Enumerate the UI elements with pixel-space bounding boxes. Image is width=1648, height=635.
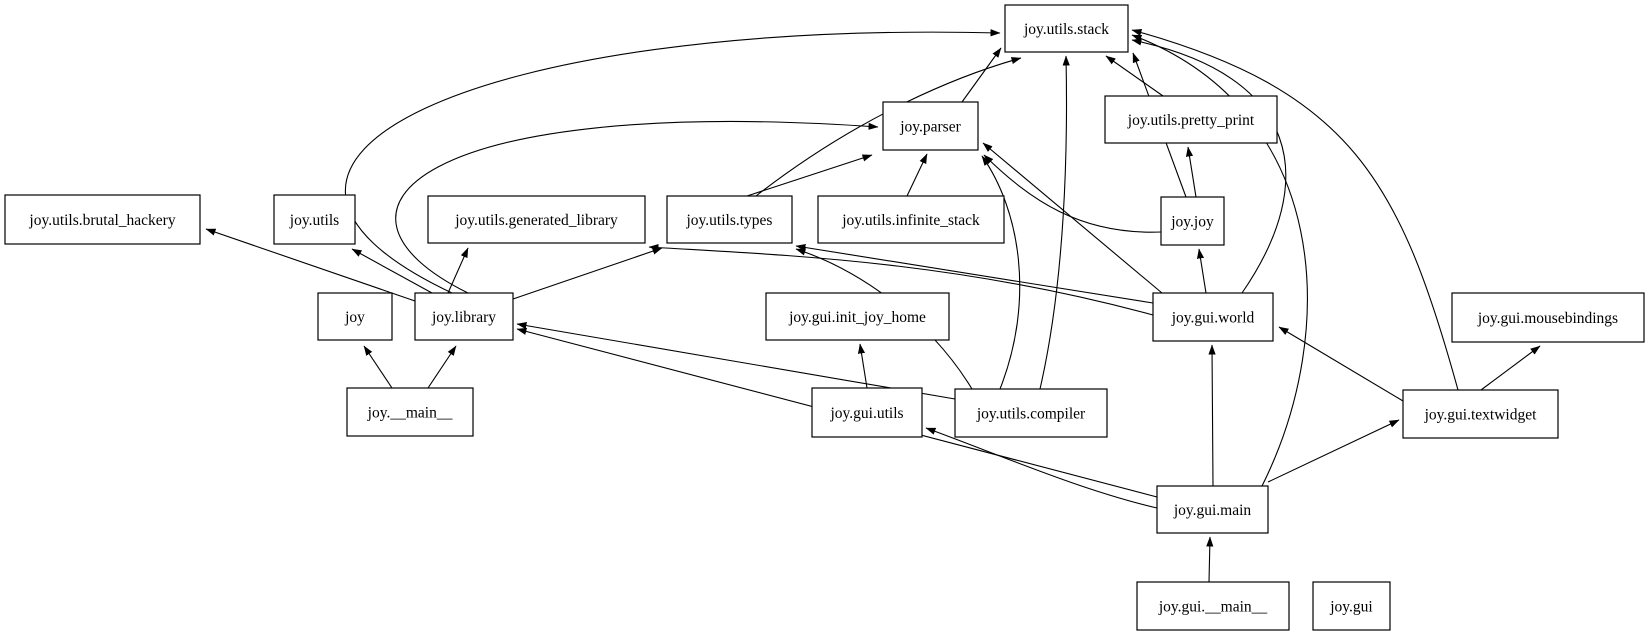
node-box-joy-gui-utils xyxy=(811,387,923,438)
node-joy-gui-world: joy.gui.world xyxy=(1152,292,1274,342)
node-box-joy-gui-mousebindings xyxy=(1451,292,1645,343)
node-joy-utils-pretty-print: joy.utils.pretty_print xyxy=(1104,95,1278,144)
node-joy-utils-generated-library: joy.utils.generated_library xyxy=(427,195,646,244)
node-label-joy-utils-brutal-hackery: joy.utils.brutal_hackery xyxy=(28,212,175,229)
node-label-joy-utils-pretty-print: joy.utils.pretty_print xyxy=(1127,112,1255,129)
node-box-joy xyxy=(317,292,393,341)
edge-joy.parser-to-joy.utils.stack xyxy=(961,47,1002,103)
nodes-layer: joy.utils.stack joy.parser joy.utils.prett… xyxy=(4,4,1645,631)
node-label-joy: joy xyxy=(344,309,365,326)
edge-joy.utils.pretty_print-to-joy.utils.stack xyxy=(1105,55,1164,97)
edge-joy.library-to-joy.parser xyxy=(395,121,879,294)
node-joy-utils: joy.utils xyxy=(273,194,356,245)
edge-joy.joy-to-joy.utils.pretty_print xyxy=(1185,146,1197,198)
node-label-joy-main: joy.__main__ xyxy=(367,405,453,422)
node-box-joy-utils-pretty-print xyxy=(1104,95,1278,144)
node-label-joy-gui-utils: joy.gui.utils xyxy=(829,405,903,422)
node-joy-utils-infinite-stack: joy.utils.infinite_stack xyxy=(817,195,1005,244)
node-box-joy-parser xyxy=(882,101,979,151)
node-joy-gui-mousebindings: joy.gui.mousebindings xyxy=(1451,292,1645,343)
edge-joy.gui.world-to-joy.utils.stack xyxy=(1131,38,1287,294)
node-box-joy-main xyxy=(346,387,474,437)
edge-joy.gui.main-to-joy.gui.utils xyxy=(925,427,1158,509)
edge-joy.gui.main-to-joy.utils.stack xyxy=(1131,34,1308,487)
edge-joy.gui.world-to-joy.utils.generated_library xyxy=(648,243,1154,316)
node-joy-utils-compiler: joy.utils.compiler xyxy=(954,388,1108,438)
edge-joy.library-to-joy.utils.generated_library xyxy=(447,247,469,294)
edge-joy.__main__-to-joy.library xyxy=(427,345,457,389)
node-box-joy-utils-generated-library xyxy=(427,195,646,244)
edge-joy.gui.world-to-joy.utils.types xyxy=(795,243,1154,304)
node-joy-utils-types: joy.utils.types xyxy=(666,195,793,244)
node-box-joy-utils xyxy=(273,194,356,245)
node-joy-gui: joy.gui xyxy=(1312,581,1391,631)
node-box-joy-utils-stack xyxy=(1004,4,1129,53)
edge-joy.utils.compiler-to-joy.library xyxy=(516,322,956,400)
node-label-joy-utils-stack: joy.utils.stack xyxy=(1023,21,1109,38)
node-label-joy-gui: joy.gui xyxy=(1329,599,1373,616)
node-box-joy-gui-init-joy-home xyxy=(765,292,950,341)
node-label-joy-parser: joy.parser xyxy=(899,119,961,136)
node-joy-gui-textwidget: joy.gui.textwidget xyxy=(1402,389,1559,439)
edge-joy.gui.textwidget-to-joy.gui.mousebindings xyxy=(1480,345,1541,391)
node-label-joy-gui-main: joy.gui.main xyxy=(1173,502,1252,519)
node-label-joy-utils-types: joy.utils.types xyxy=(686,212,773,229)
edge-joy.gui.world-to-joy.parser xyxy=(982,142,1163,294)
node-box-joy-gui-main xyxy=(1156,485,1269,534)
edge-joy.gui.__main__-to-joy.gui.main xyxy=(1206,536,1214,583)
node-label-joy-gui-mousebindings: joy.gui.mousebindings xyxy=(1477,310,1618,327)
edge-joy.library-to-joy.utils.types xyxy=(512,247,663,300)
node-box-joy-utils-compiler xyxy=(954,388,1108,438)
node-joy-parser: joy.parser xyxy=(882,101,979,151)
node-box-joy-joy xyxy=(1160,196,1225,246)
node-label-joy-utils-infinite-stack: joy.utils.infinite_stack xyxy=(841,212,980,229)
node-joy-main: joy.__main__ xyxy=(346,387,474,437)
edge-joy.library-to-joy.utils.stack xyxy=(344,29,1001,294)
node-joy-gui-init-joy-home: joy.gui.init_joy_home xyxy=(765,292,950,341)
node-box-joy-utils-types xyxy=(666,195,793,244)
node-joy-gui-utils: joy.gui.utils xyxy=(811,387,923,438)
edge-joy.gui.main-to-joy.gui.textwidget xyxy=(1267,419,1400,483)
edge-joy.gui.main-to-joy.gui.world xyxy=(1208,344,1216,487)
node-box-joy-utils-brutal-hackery xyxy=(4,194,201,245)
node-joy-gui-main: joy.gui.main xyxy=(1156,485,1269,534)
node-label-joy-utils-generated-library: joy.utils.generated_library xyxy=(454,212,618,229)
edge-joy.utils.infinite_stack-to-joy.parser xyxy=(906,153,928,197)
node-label-joy-utils: joy.utils xyxy=(289,212,339,229)
node-joy-gui-main-dunder: joy.gui.__main__ xyxy=(1136,581,1290,631)
node-label-joy-joy: joy.joy xyxy=(1170,214,1214,231)
edge-joy.gui.textwidget-to-joy.utils.stack xyxy=(1131,29,1459,391)
node-joy-library: joy.library xyxy=(414,292,514,341)
node-box-joy-gui-main-dunder xyxy=(1136,581,1290,631)
node-label-joy-gui-world: joy.gui.world xyxy=(1171,310,1255,327)
edge-joy.joy-to-joy.parser xyxy=(983,154,1162,233)
edge-joy.utils.compiler-to-joy.parser xyxy=(981,155,1021,390)
edge-joy.utils.compiler-to-joy.utils.stack xyxy=(1039,55,1070,390)
edge-joy.__main__-to-joy xyxy=(363,345,393,389)
edge-joy.library-to-joy.utils xyxy=(351,248,433,294)
node-box-joy-gui-textwidget xyxy=(1402,389,1559,439)
node-box-joy-gui xyxy=(1312,581,1391,631)
node-label-joy-gui-main-dunder: joy.gui.__main__ xyxy=(1158,599,1268,616)
node-joy-joy: joy.joy xyxy=(1160,196,1225,246)
node-label-joy-gui-textwidget: joy.gui.textwidget xyxy=(1424,407,1537,424)
node-joy-utils-stack: joy.utils.stack xyxy=(1004,4,1129,53)
node-label-joy-utils-compiler: joy.utils.compiler xyxy=(976,406,1086,423)
edge-joy.utils.types-to-joy.parser xyxy=(746,154,873,197)
edges-layer xyxy=(205,29,1541,583)
node-box-joy-library xyxy=(414,292,514,341)
node-joy: joy xyxy=(317,292,393,341)
edge-joy.gui.utils-to-joy.gui.init_joy_home xyxy=(857,343,868,389)
edge-joy.gui.textwidget-to-joy.gui.world xyxy=(1278,326,1404,402)
edge-joy.gui.world-to-joy.joy xyxy=(1196,248,1207,294)
node-box-joy-utils-infinite-stack xyxy=(817,195,1005,244)
node-joy-utils-brutal-hackery: joy.utils.brutal_hackery xyxy=(4,194,201,245)
node-label-joy-gui-init-joy-home: joy.gui.init_joy_home xyxy=(788,309,926,326)
node-label-joy-library: joy.library xyxy=(431,309,496,326)
node-box-joy-gui-world xyxy=(1152,292,1274,342)
edge-joy.library-to-joy.utils.brutal_hackery xyxy=(205,228,416,302)
